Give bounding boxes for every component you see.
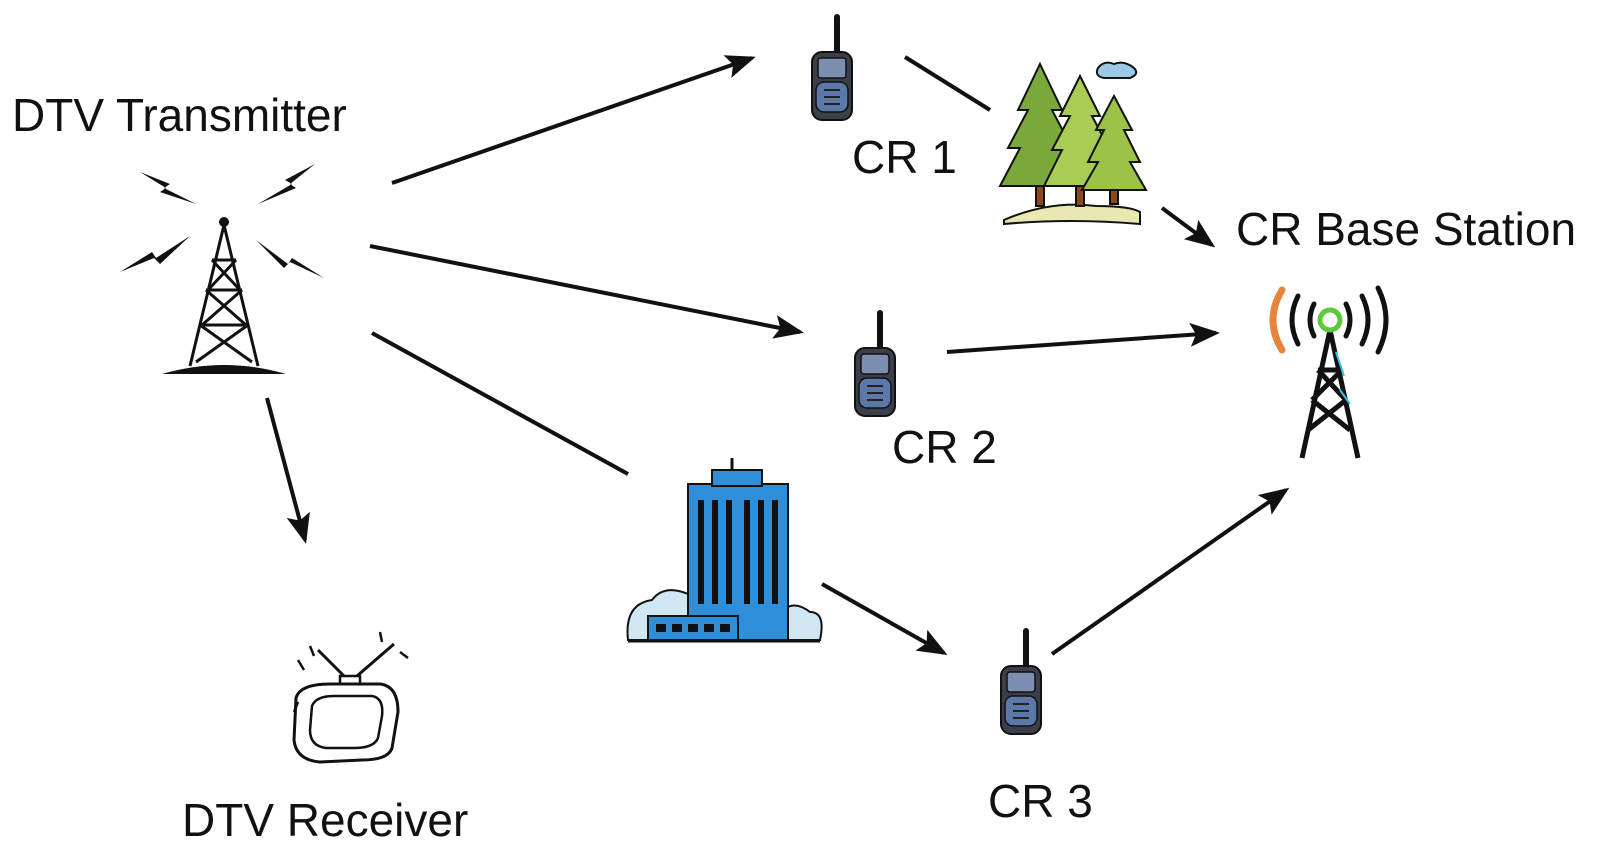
cr1-radio-icon: [811, 13, 853, 121]
link-transmitter-cr1: [391, 55, 756, 185]
cr2-radio-icon: [854, 309, 896, 417]
links: [265, 55, 1290, 656]
link-transmitter-receiver: [265, 397, 310, 544]
base-station-label: CR Base Station: [1236, 203, 1577, 255]
link-transmitter-cr2: [369, 244, 804, 339]
cr3-label: CR 3: [988, 775, 1093, 827]
link-forest-base-station: [1160, 206, 1216, 248]
link-cr1-forest: [903, 55, 992, 112]
television-icon: [292, 631, 409, 764]
cell-tower-icon: [1269, 285, 1389, 459]
office-building-icon: [626, 458, 823, 643]
cr1-label: CR 1: [852, 131, 957, 183]
link-cr2-base-station: [946, 322, 1220, 354]
link-cr3-base-station: [1050, 487, 1290, 656]
receiver-label: DTV Receiver: [182, 794, 469, 846]
cr2-label: CR 2: [892, 421, 997, 473]
transmitter-label: DTV Transmitter: [12, 89, 347, 141]
cr3-radio-icon: [1000, 627, 1042, 735]
broadcast-tower-icon: [120, 164, 324, 374]
forest-icon: [998, 61, 1148, 226]
link-transmitter-building: [371, 331, 629, 476]
link-building-cr3: [821, 582, 948, 655]
